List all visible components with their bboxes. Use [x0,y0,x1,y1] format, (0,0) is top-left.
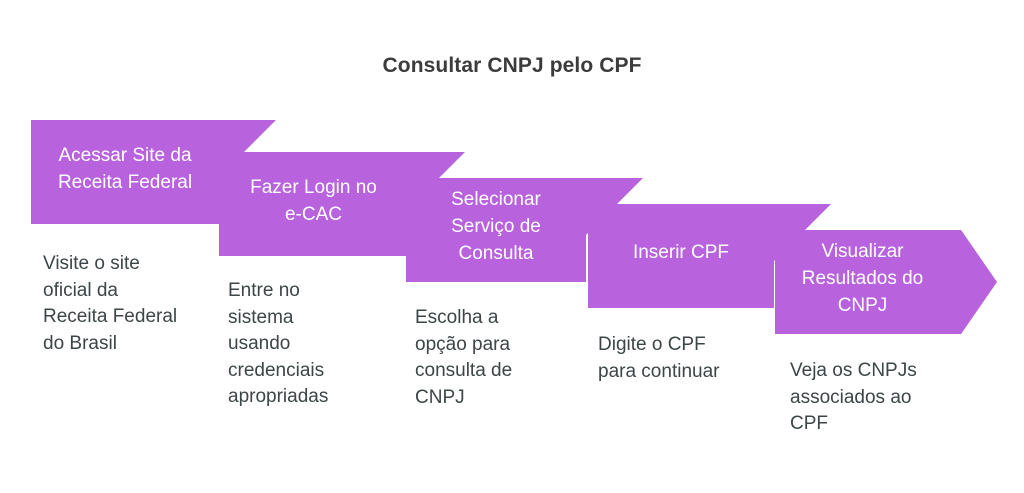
step-3-description: Escolha a opção para consulta de CNPJ [415,307,513,408]
step-1-shape [31,120,276,224]
step-2-shape [219,152,465,256]
page-title: Consultar CNPJ pelo CPF [382,54,642,77]
step-3-shape [406,178,643,282]
step-4-description: Digite o CPF para continuar [598,334,720,382]
step-1-description: Visite o site oficial da Receita Federal… [43,253,178,354]
step-2-description: Entre no sistema usando credenciais apro… [228,280,329,407]
step-5-arrow-shape [775,230,997,334]
step-5-description: Veja os CNPJs associados ao CPF [790,360,917,434]
step-4-shape [588,204,831,308]
